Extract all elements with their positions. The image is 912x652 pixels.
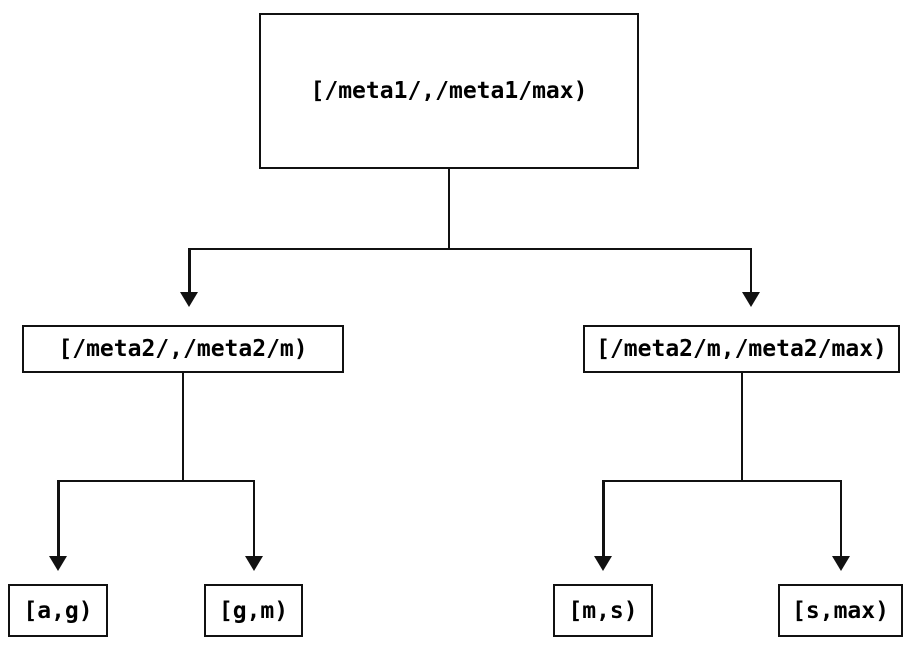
connector-leaf-ag-drop [57, 479, 60, 558]
node-leaf-smax-label: [s,max) [792, 597, 889, 624]
node-leaf-ag: [a,g) [8, 584, 108, 637]
arrow-down-icon [244, 556, 263, 571]
node-leaf-ag-label: [a,g) [23, 597, 93, 624]
connector-right-stem [740, 373, 743, 480]
connector-leaf-ms-drop [602, 479, 605, 558]
arrow-down-icon [180, 292, 198, 307]
node-level1-left: [/meta2/,/meta2/m) [22, 325, 344, 373]
node-leaf-ms-label: [m,s) [568, 597, 638, 624]
connector-leaf-gm-drop [252, 479, 255, 558]
arrow-down-icon [831, 556, 850, 571]
connector-level1-left-drop [188, 247, 191, 294]
node-level1-right: [/meta2/m,/meta2/max) [583, 325, 900, 373]
arrow-down-icon [594, 556, 612, 571]
node-root: [/meta1/,/meta1/max) [259, 13, 639, 169]
node-level1-right-label: [/meta2/m,/meta2/max) [596, 336, 887, 362]
node-leaf-ms: [m,s) [553, 584, 653, 637]
arrow-down-icon [741, 292, 760, 307]
connector-level1-crossbar [188, 247, 751, 250]
arrow-down-icon [49, 556, 67, 571]
node-level1-left-label: [/meta2/,/meta2/m) [58, 336, 308, 362]
node-leaf-gm: [g,m) [204, 584, 303, 637]
node-leaf-gm-label: [g,m) [218, 597, 289, 624]
connector-root-stem [447, 169, 450, 248]
connector-leaf-smax-drop [839, 479, 842, 558]
node-leaf-smax: [s,max) [778, 584, 903, 637]
connector-left-stem [181, 373, 184, 480]
connector-level1-right-drop [749, 247, 752, 294]
connector-right-crossbar [602, 479, 841, 482]
node-root-label: [/meta1/,/meta1/max) [310, 78, 588, 104]
connector-left-crossbar [57, 479, 254, 482]
